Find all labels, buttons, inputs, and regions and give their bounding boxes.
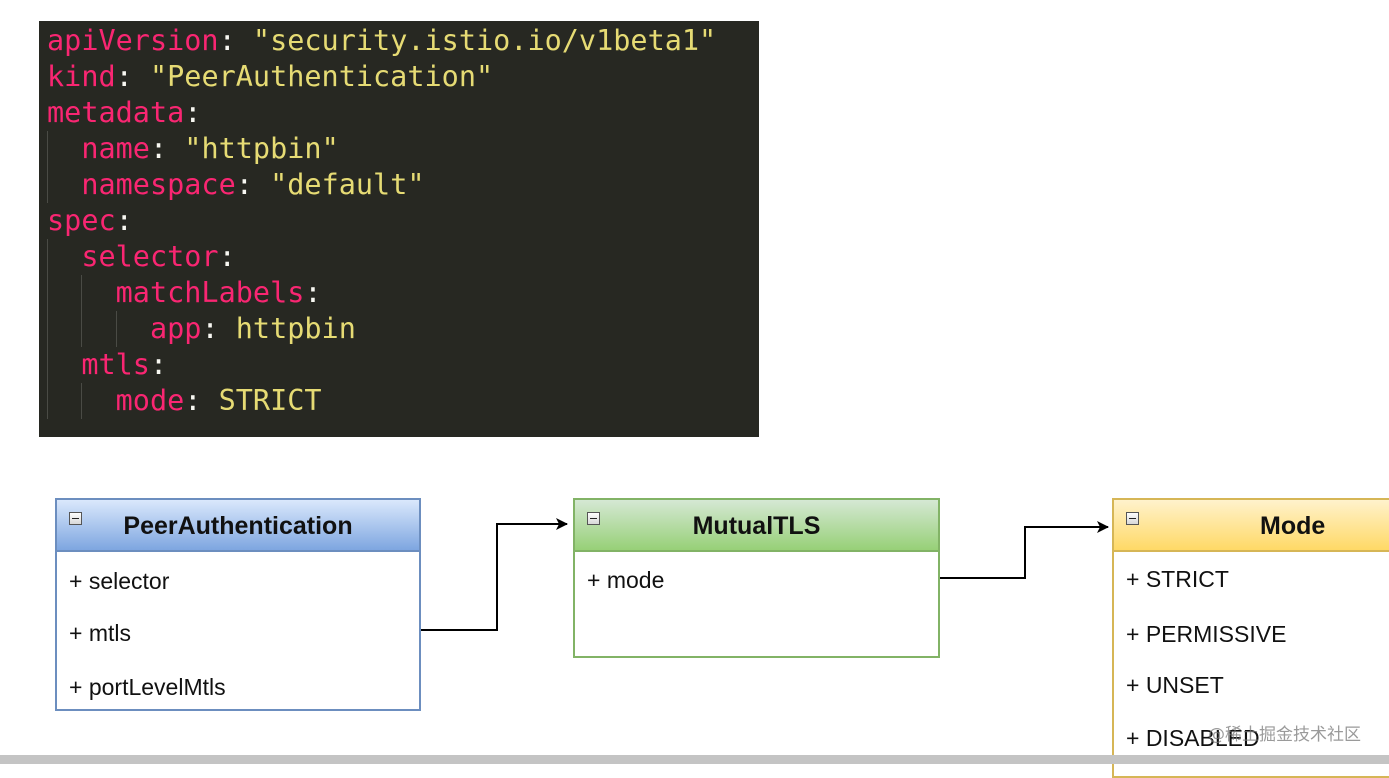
mutualtls-title: MutualTLS <box>692 512 821 540</box>
attribute-portlevelmtls: + portLevelMtls <box>69 674 226 700</box>
attribute-selector: + selector <box>69 568 170 594</box>
bottom-bar <box>0 755 1389 764</box>
code-token: "httpbin" <box>184 132 339 165</box>
code-line: namespace: "default" <box>39 167 759 203</box>
code-token: : <box>218 24 253 57</box>
code-token: : <box>218 240 236 273</box>
code-token: : <box>149 132 185 165</box>
watermark-text: @稀土掘金技术社区 <box>1208 725 1361 745</box>
code-token: "PeerAuthentication" <box>149 60 494 93</box>
enum-disabled: + DISABLED <box>1126 725 1260 751</box>
indent-guide <box>81 311 83 347</box>
indent-guide <box>47 311 48 347</box>
code-line: apiVersion: "security.istio.io/v1beta1" <box>39 23 759 59</box>
code-token: "default" <box>270 168 425 201</box>
collapse-icon[interactable] <box>587 512 600 525</box>
peerauthentication-header: PeerAuthentication <box>57 500 419 552</box>
code-token: name <box>81 132 150 165</box>
code-token: : <box>184 384 219 417</box>
code-token: matchLabels <box>115 276 305 309</box>
code-token: app <box>149 312 202 345</box>
code-line: name: "httpbin" <box>39 131 759 167</box>
code-token: mtls <box>81 348 150 381</box>
code-token: namespace <box>81 168 236 201</box>
indent-guide <box>81 275 83 311</box>
code-line-text: mode: STRICT <box>39 384 322 417</box>
attribute-mode: + mode <box>587 567 665 593</box>
code-token: kind <box>47 60 116 93</box>
code-token: : <box>184 96 202 129</box>
indent-guide <box>47 383 48 419</box>
code-token: : <box>149 348 168 381</box>
code-line-text: spec: <box>39 204 133 237</box>
code-line: metadata: <box>39 95 759 131</box>
code-line: kind: "PeerAuthentication" <box>39 59 759 95</box>
enum-strict: + STRICT <box>1126 566 1229 592</box>
indent-guide <box>47 167 48 203</box>
code-token: metadata <box>47 96 185 129</box>
code-line-text: mtls: <box>39 348 167 381</box>
arrow-mtls-to-mutualtls <box>421 518 568 631</box>
code-token: : <box>115 60 150 93</box>
code-token: httpbin <box>235 312 356 345</box>
code-line: matchLabels: <box>39 275 759 311</box>
code-line-text: name: "httpbin" <box>39 132 339 165</box>
mutualtls-class-box: MutualTLS + mode <box>573 498 940 658</box>
indent-guide <box>81 383 83 419</box>
indent-guide <box>115 311 117 347</box>
code-token: spec <box>47 204 116 237</box>
code-token: : <box>201 312 236 345</box>
code-line-text: metadata: <box>39 96 201 129</box>
indent-guide <box>47 239 48 275</box>
collapse-icon[interactable] <box>69 512 82 525</box>
code-line: spec: <box>39 203 759 239</box>
code-token: STRICT <box>218 384 322 417</box>
code-token: mode <box>115 384 185 417</box>
mode-enum-box: Mode + STRICT + PERMISSIVE + UNSET + DIS… <box>1112 498 1389 778</box>
collapse-icon[interactable] <box>1126 512 1139 525</box>
indent-guide <box>47 131 48 167</box>
enum-permissive: + PERMISSIVE <box>1126 621 1287 647</box>
peerauthentication-class-box: PeerAuthentication + selector + mtls + p… <box>55 498 421 711</box>
code-line: app: httpbin <box>39 311 759 347</box>
code-line-text: matchLabels: <box>39 276 322 309</box>
code-lines: apiVersion: "security.istio.io/v1beta1"k… <box>39 23 759 419</box>
code-line-text: selector: <box>39 240 236 273</box>
code-line-text: kind: "PeerAuthentication" <box>39 60 493 93</box>
enum-unset: + UNSET <box>1126 672 1224 698</box>
code-token: selector <box>81 240 219 273</box>
yaml-code-panel: apiVersion: "security.istio.io/v1beta1"k… <box>39 21 759 437</box>
code-line-text: namespace: "default" <box>39 168 425 201</box>
code-token: : <box>115 204 133 237</box>
mutualtls-header: MutualTLS <box>575 500 938 552</box>
arrow-mode-to-mode-enum <box>940 521 1109 579</box>
indent-guide <box>47 347 48 383</box>
peerauthentication-title: PeerAuthentication <box>123 512 353 540</box>
code-line: mode: STRICT <box>39 383 759 419</box>
mode-header: Mode <box>1114 500 1389 552</box>
code-line: mtls: <box>39 347 759 383</box>
code-line-text: apiVersion: "security.istio.io/v1beta1" <box>39 24 716 57</box>
attribute-mtls: + mtls <box>69 620 131 646</box>
code-token: : <box>235 168 271 201</box>
code-token: apiVersion <box>47 24 219 57</box>
code-token: "security.istio.io/v1beta1" <box>252 24 717 57</box>
code-token: : <box>304 276 322 309</box>
mode-title: Mode <box>1260 512 1326 540</box>
code-line: selector: <box>39 239 759 275</box>
indent-guide <box>47 275 48 311</box>
code-line-text: app: httpbin <box>39 312 356 345</box>
